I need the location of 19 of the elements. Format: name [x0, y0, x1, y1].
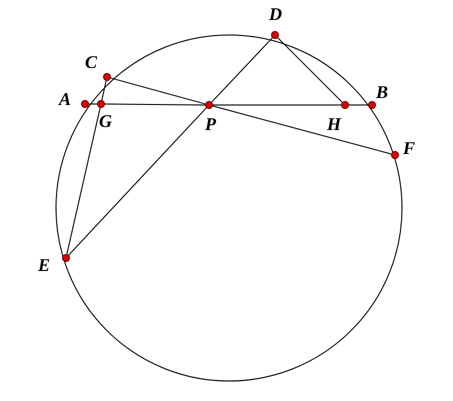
point-label: C: [85, 53, 98, 71]
line-segment: [68, 107, 207, 256]
point-label: G: [99, 112, 112, 130]
point-label: E: [38, 256, 50, 274]
point-label: B: [376, 83, 388, 101]
point-label: F: [403, 139, 416, 157]
line-segment: [66, 107, 101, 255]
line-segment: [212, 106, 392, 154]
line-segment: [277, 37, 343, 103]
line-segment: [348, 104, 368, 106]
point-label: D: [269, 5, 282, 23]
line-segment: [104, 104, 206, 106]
point-label: H: [327, 115, 342, 133]
point-label: A: [59, 90, 72, 108]
line-segment: [212, 104, 342, 106]
line-segment: [110, 78, 206, 104]
line-segment: [101, 80, 107, 101]
line-segment: [211, 37, 273, 103]
point-label: P: [205, 115, 216, 133]
